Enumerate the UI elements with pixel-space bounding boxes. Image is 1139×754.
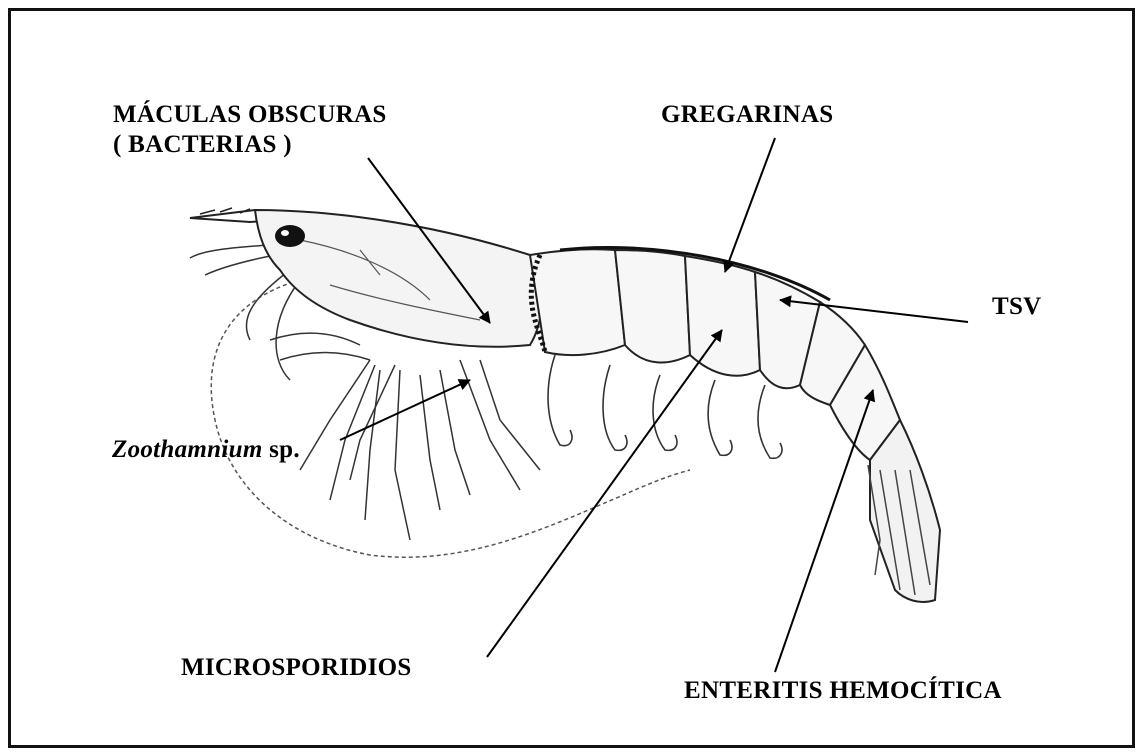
abdomen-segments (530, 249, 900, 460)
label-maculas: MÁCULAS OBSCURAS ( BACTERIAS ) (113, 101, 387, 159)
label-microsporidios: MICROSPORIDIOS (181, 654, 412, 682)
arrow-gregarinas (725, 138, 775, 272)
label-maculas-line2: ( BACTERIAS ) (113, 131, 387, 159)
label-gregarinas: GREGARINAS (661, 101, 833, 129)
arrow-zoothamnium (340, 380, 470, 440)
label-zoothamnium-genus: Zoothamnium (112, 436, 263, 463)
legs (270, 333, 540, 540)
label-zoothamnium-suffix: sp. (263, 436, 300, 463)
eye-icon (275, 225, 305, 247)
arrow-microsporidios (487, 330, 722, 657)
label-maculas-line1: MÁCULAS OBSCURAS (113, 101, 387, 129)
label-tsv: TSV (992, 293, 1042, 321)
arrow-enteritis (775, 390, 873, 672)
label-zoothamnium: Zoothamnium sp. (112, 436, 300, 464)
label-enteritis: ENTERITIS HEMOCÍTICA (684, 677, 1002, 705)
tail-fan (870, 420, 940, 602)
